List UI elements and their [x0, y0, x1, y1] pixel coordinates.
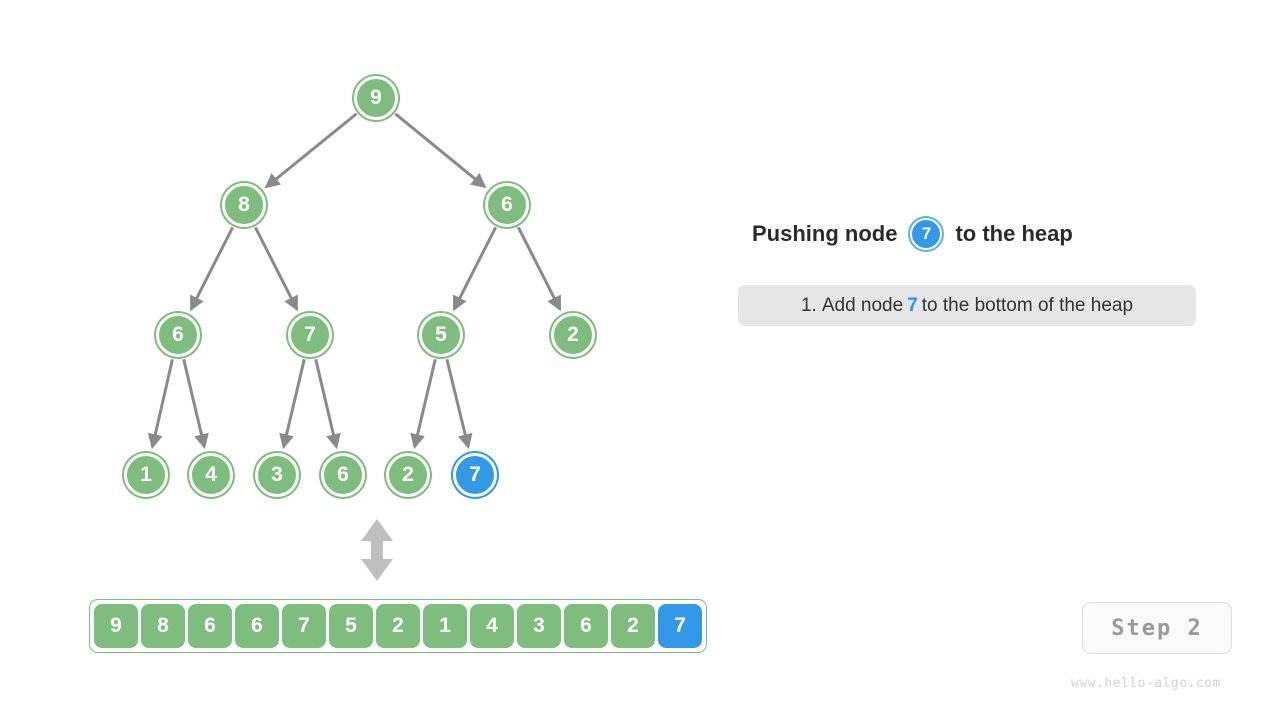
- tree-edge: [147, 359, 174, 450]
- instruction-box: 1. Add node 7 to the bottom of the heap: [738, 285, 1196, 326]
- array-cell: 6: [564, 604, 608, 648]
- tree-edge: [253, 226, 299, 312]
- tree-edge: [314, 358, 341, 450]
- array-cell: 5: [329, 604, 373, 648]
- tree-node: 7: [453, 453, 497, 497]
- array-cell: 1: [423, 604, 467, 648]
- instruction-number: 1.: [800, 294, 817, 316]
- array-cell: 9: [94, 604, 138, 648]
- array-cell: 6: [188, 604, 232, 648]
- array-cell: 7: [282, 604, 326, 648]
- tree-edge: [394, 112, 487, 189]
- array-cell: 2: [376, 604, 420, 648]
- array-cell: 3: [517, 604, 561, 648]
- instruction-after: to the bottom of the heap: [921, 294, 1134, 316]
- tree-node: 1: [124, 453, 168, 497]
- array-cell: 8: [141, 604, 185, 648]
- tree-node: 2: [551, 313, 595, 357]
- tree-edge: [410, 358, 437, 450]
- tree-node: 8: [222, 183, 266, 227]
- tree-edges: [147, 112, 562, 450]
- double-arrow-vertical-icon: [361, 519, 393, 581]
- array-cell: 4: [470, 604, 514, 648]
- watermark: www.hello-algo.com: [1071, 676, 1221, 691]
- tree-edge: [516, 226, 562, 312]
- tree-node: 6: [485, 183, 529, 227]
- tree-edge: [189, 226, 235, 312]
- tree-edge: [182, 358, 209, 450]
- tree-edge: [279, 358, 306, 450]
- array-cell: 2: [611, 604, 655, 648]
- title-suffix: to the heap: [955, 221, 1073, 246]
- tree-node: 6: [321, 453, 365, 497]
- tree-edge: [445, 358, 473, 450]
- tree-node: 9: [354, 76, 398, 120]
- tree-node: 6: [156, 313, 200, 357]
- tree-node: 2: [386, 453, 430, 497]
- tree-node: 4: [189, 453, 233, 497]
- tree-node: 7: [288, 313, 332, 357]
- tree-node: 3: [255, 453, 299, 497]
- array-cell: 7: [658, 604, 702, 648]
- instruction-highlight-value: 7: [907, 294, 918, 316]
- tree-edge: [452, 226, 498, 312]
- step-badge: Step 2: [1082, 602, 1232, 654]
- tree-node: 5: [419, 313, 463, 357]
- instruction-before: Add node: [821, 294, 904, 316]
- tree-edge: [264, 112, 358, 189]
- title-node-chip: 7: [910, 218, 943, 250]
- panel-title: Pushing node 7 to the heap: [752, 218, 1073, 250]
- array-cell: 6: [235, 604, 279, 648]
- title-prefix: Pushing node: [752, 221, 898, 246]
